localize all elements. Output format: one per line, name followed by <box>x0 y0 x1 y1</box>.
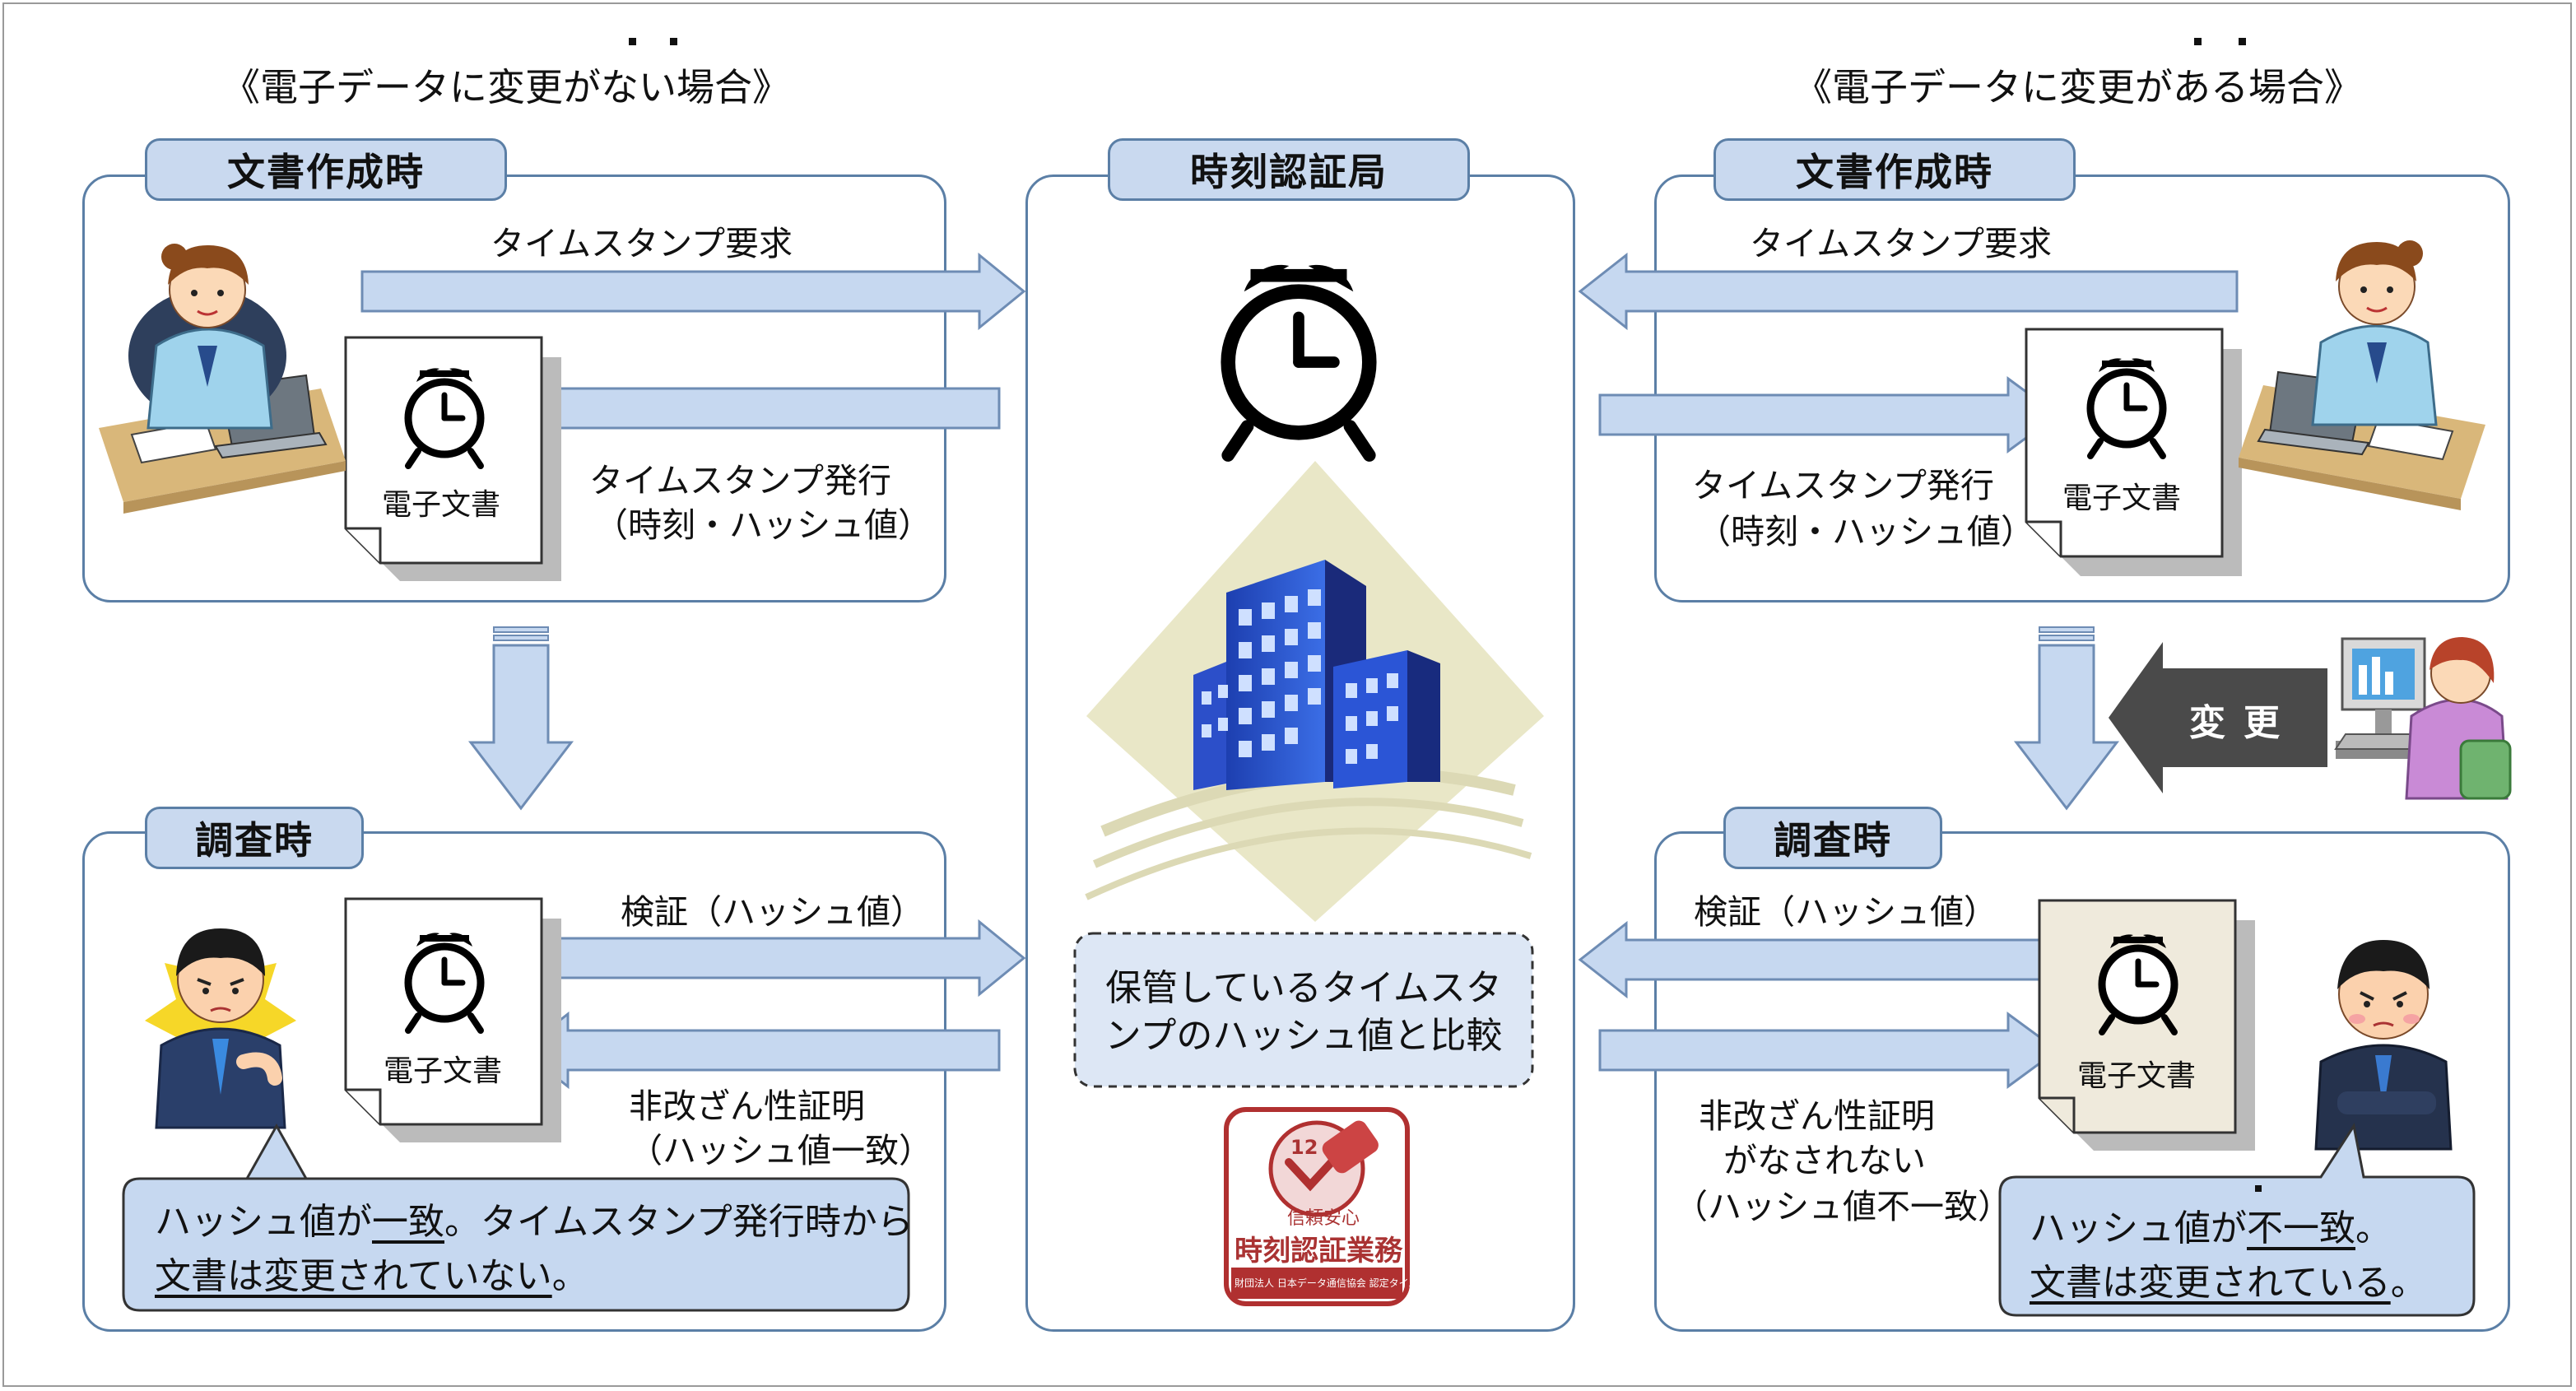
issue-sublabel: （時刻・ハッシュ値） <box>1697 512 2034 551</box>
result-sublabel: （ハッシュ値一致） <box>629 1131 932 1170</box>
issue-arrow <box>511 369 1001 448</box>
verify-arrow <box>1578 920 2059 999</box>
down-arrow-left <box>467 626 574 811</box>
verify-label: 検証（ハッシュ値） <box>621 892 924 932</box>
issue-arrow <box>1598 376 2060 454</box>
issue-label: タイムスタンプ発行 <box>1692 466 1994 505</box>
change-label: 変更 <box>2189 702 2298 744</box>
left-creation-document <box>344 336 561 581</box>
result-label-line1: 非改ざん性証明 <box>1699 1096 1935 1136</box>
issue-sublabel: （時刻・ハッシュ値） <box>594 505 932 545</box>
document-label: 電子文書 <box>382 488 501 522</box>
inspector-icon <box>2314 940 2453 1151</box>
left-scenario-heading: 《電子データに変更がない場合》 <box>222 65 790 109</box>
alarm-clock-icon <box>1228 265 1369 455</box>
center-tsa-tab: 時刻認証局 <box>1108 138 1470 201</box>
inspector-icon <box>145 928 296 1129</box>
left-callout-line2: 文書は変更されていない。 <box>155 1255 588 1297</box>
request-label: タイムスタンプ要求 <box>491 224 793 263</box>
left-callout-bubble <box>122 1123 910 1312</box>
office-worker-icon <box>99 244 346 514</box>
down-arrow-right <box>2013 626 2120 811</box>
right-creation-document <box>2025 328 2242 576</box>
comparison-note-box <box>1073 932 1534 1088</box>
result-label: 非改ざん性証明 <box>629 1086 865 1126</box>
emphasis-dot <box>2239 38 2246 45</box>
result-arrow <box>1598 1012 2060 1089</box>
change-arrow <box>2109 642 2327 793</box>
result-label-line2: がなされない <box>1723 1141 1926 1180</box>
right-callout-line1: ハッシュ値が不一致。 <box>2030 1207 2392 1249</box>
emphasis-dot <box>629 38 636 45</box>
seal-small-text: 財団法人 日本データ通信協会 認定タイムビジネス <box>1235 1277 1458 1289</box>
right-inspection-document <box>2038 899 2255 1151</box>
building-icon <box>1085 461 1544 922</box>
emphasis-dot <box>2194 38 2202 45</box>
certification-seal-icon <box>1224 1107 1410 1306</box>
right-creation-tab: 文書作成時 <box>1713 138 2076 201</box>
request-arrow <box>360 252 1026 331</box>
result-arrow <box>519 1011 1001 1090</box>
left-inspection-document <box>344 897 561 1142</box>
document-label: 電子文書 <box>2062 482 2182 515</box>
right-inspection-tab: 調査時 <box>1723 807 1942 869</box>
seal-top-text: 信頼安心 <box>1287 1208 1360 1229</box>
seal-number: 12 <box>1290 1136 1318 1159</box>
issue-label: タイムスタンプ発行 <box>589 461 891 500</box>
request-arrow <box>1578 252 2239 331</box>
left-callout-line1: ハッシュ値が一致。タイムスタンプ発行時から <box>155 1201 914 1243</box>
verify-label: 検証（ハッシュ値） <box>1694 892 1997 932</box>
office-worker-icon <box>2239 240 2485 510</box>
document-label: 電子文書 <box>2077 1059 2197 1093</box>
computer-user-icon <box>2334 637 2512 800</box>
document-label: 電子文書 <box>384 1054 503 1088</box>
emphasis-dot <box>670 38 677 45</box>
comparison-note: 保管しているタイムスタンプのハッシュ値と比較 <box>1104 967 1503 1057</box>
left-inspection-tab: 調査時 <box>145 807 364 869</box>
seal-main-text: 時刻認証業務 <box>1235 1235 1402 1268</box>
right-scenario-heading: 《電子データに変更がある場合》 <box>1794 65 2362 109</box>
right-callout-line2: 文書は変更されている。 <box>2030 1262 2427 1304</box>
left-creation-tab: 文書作成時 <box>145 138 507 201</box>
request-label: タイムスタンプ要求 <box>1750 224 2052 263</box>
emphasis-dot <box>2255 1185 2262 1192</box>
result-sublabel: （ハッシュ値不一致） <box>1674 1187 2011 1226</box>
right-callout-bubble <box>1998 1123 2476 1317</box>
verify-arrow <box>515 919 1026 998</box>
